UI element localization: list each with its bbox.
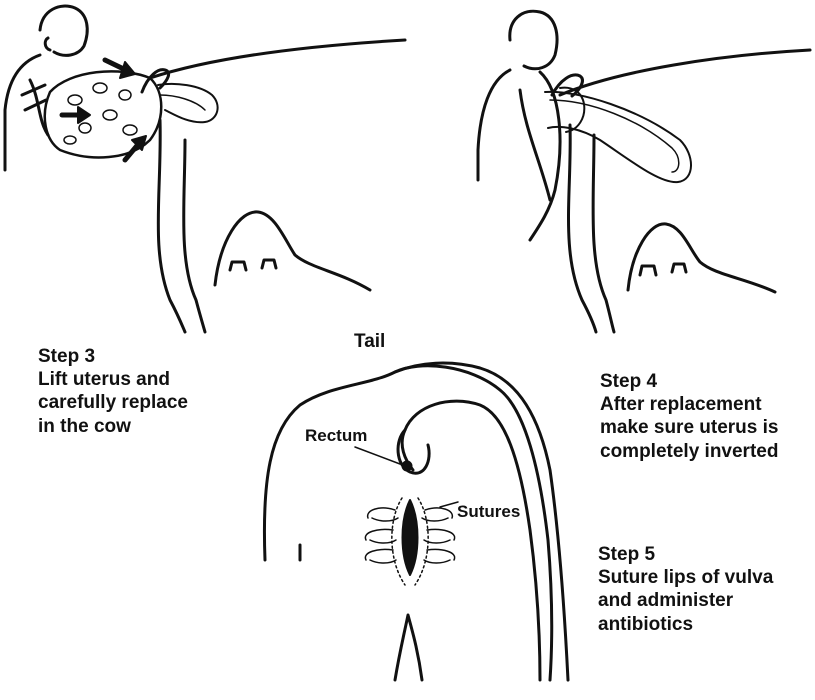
step4-title: Step 4 — [600, 370, 778, 393]
step4-line: completely inverted — [600, 440, 778, 463]
suture-loop — [365, 549, 396, 563]
tail-label: Tail — [354, 330, 385, 353]
step3-line: Lift uterus and — [38, 368, 188, 391]
suture-loop — [424, 549, 455, 563]
step4-caption: Step 4 After replacement make sure uteru… — [600, 370, 778, 463]
step5-line: Suture lips of vulva — [598, 566, 773, 589]
step4-line: make sure uterus is — [600, 416, 778, 439]
cow-leg-left — [395, 615, 422, 680]
step4-line: After replacement — [600, 393, 778, 416]
step5-title: Step 5 — [598, 543, 773, 566]
step3-caption: Step 3 Lift uterus and carefully replace… — [38, 345, 188, 438]
sutures-pointer — [440, 502, 458, 507]
suture-loop — [368, 508, 398, 521]
rectum-opening — [402, 461, 412, 471]
sutures-label: Sutures — [457, 502, 520, 523]
step5-line: and administer — [598, 589, 773, 612]
rectum-label: Rectum — [305, 426, 367, 447]
step5-caption: Step 5 Suture lips of vulva and administ… — [598, 543, 773, 636]
rectum-pointer — [355, 447, 400, 464]
cow-tail-inner — [402, 401, 540, 680]
step3-line: in the cow — [38, 415, 188, 438]
suture-loop — [422, 508, 452, 521]
step3-title: Step 3 — [38, 345, 188, 368]
step3-line: carefully replace — [38, 391, 188, 414]
vulva-outline — [403, 500, 418, 575]
step5-line: antibiotics — [598, 613, 773, 636]
